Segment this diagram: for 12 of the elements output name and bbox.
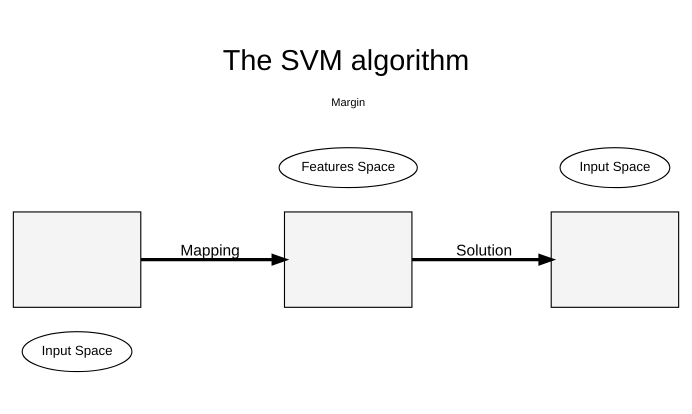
- arrow: [140, 253, 290, 266]
- node-ellipse: Features Space: [278, 147, 418, 188]
- node-ellipse: Input Space: [22, 331, 132, 372]
- edge-label: Solution: [456, 242, 512, 260]
- node-box: [284, 211, 412, 308]
- label: Margin: [331, 97, 366, 110]
- node-box: [550, 211, 680, 308]
- arrow: [412, 253, 556, 266]
- node-box: [12, 211, 142, 308]
- edge-label: Mapping: [180, 242, 240, 260]
- node-ellipse: Input Space: [560, 147, 670, 188]
- diagram-title: The SVM algorithm: [222, 44, 470, 77]
